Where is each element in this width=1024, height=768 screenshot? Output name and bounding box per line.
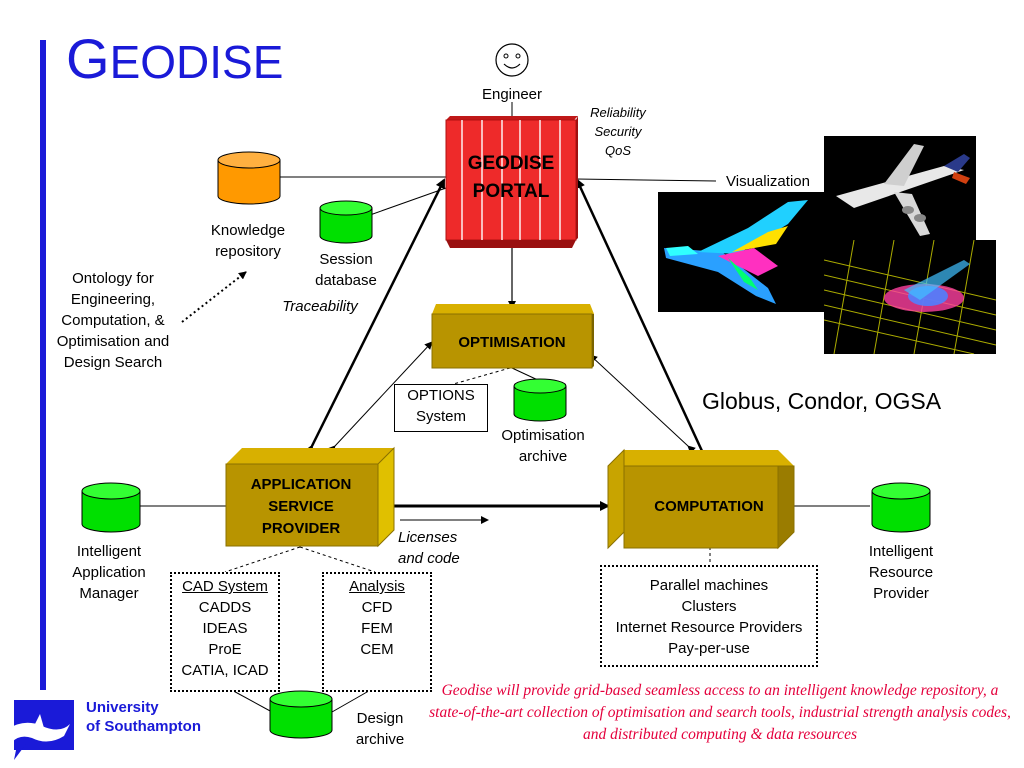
iam-cylinder [80, 482, 142, 534]
application-service-provider-box [225, 446, 395, 548]
reliability-text: Reliability [590, 105, 646, 120]
analysis-item: CEM [360, 641, 394, 658]
irp-line-3: Provider [873, 585, 929, 602]
session-database-cylinder [318, 200, 374, 246]
knowledge-line-2: repository [215, 243, 281, 260]
cad-item: CADDS [198, 599, 252, 616]
options-line-1: OPTIONS [407, 387, 475, 404]
irp-label: Intelligent Resource Provider [848, 541, 954, 604]
portal-line-1: GEODISE [467, 153, 555, 174]
irp-line-1: Intelligent [868, 543, 934, 560]
iam-line-2: Application [72, 564, 146, 581]
left-accent-bar [40, 40, 46, 690]
session-line-1: Session [319, 251, 373, 268]
design-archive-cylinder [268, 690, 334, 740]
university-line-2: of Southampton [86, 718, 201, 735]
licenses-label: Licenses and code [398, 527, 474, 569]
licenses-line-2: and code [398, 550, 460, 567]
computation-box [607, 448, 795, 550]
portal-line-2: PORTAL [472, 181, 550, 202]
optimisation-archive-label: Optimisation archive [490, 425, 596, 467]
geodise-portal-label: GEODISE PORTAL [446, 150, 576, 206]
university-name: University of Southampton [86, 698, 201, 736]
iam-line-1: Intelligent [76, 543, 142, 560]
iam-line-3: Manager [79, 585, 139, 602]
design-archive-label: Design archive [340, 708, 420, 750]
cad-system-box: CAD System CADDS IDEAS ProE CATIA, ICAD [170, 572, 280, 692]
aircraft-photo [824, 136, 976, 248]
irp-line-2: Resource [868, 564, 934, 581]
cad-item: ProE [208, 641, 242, 658]
computing-resources-box: Parallel machines Clusters Internet Reso… [600, 565, 818, 667]
analysis-item: CFD [361, 599, 393, 616]
licenses-line-1: Licenses [398, 529, 458, 546]
cad-system-header: CAD System [182, 578, 268, 595]
design-archive-line-2: archive [355, 731, 405, 748]
title-first-letter: G [66, 27, 110, 90]
optimisation-box [431, 304, 594, 369]
asp-label: APPLICATION SERVICE PROVIDER [226, 474, 376, 540]
opt-archive-line-2: archive [518, 448, 568, 465]
ontology-line-2: Engineering, [70, 291, 156, 308]
optimisation-label: OPTIMISATION [458, 334, 566, 351]
university-dolphin-logo-icon [6, 700, 74, 760]
traceability-label: Traceability [282, 298, 358, 315]
geodise-portal-box [445, 116, 578, 248]
knowledge-repository-cylinder [216, 150, 282, 206]
ontology-line-3: Computation, & [61, 312, 165, 329]
resource-item: Clusters [681, 598, 737, 615]
options-system-box: OPTIONS System [394, 384, 488, 432]
summary-caption: Geodise will provide grid-based seamless… [429, 682, 1011, 743]
ontology-line-1: Ontology for [72, 270, 154, 287]
design-archive-line-1: Design [356, 710, 404, 727]
analysis-header: Analysis [349, 578, 405, 595]
cad-item: IDEAS [202, 620, 248, 637]
knowledge-repository-label: Knowledge repository [196, 220, 300, 262]
computation-label: COMPUTATION [654, 498, 764, 515]
smiley-face-icon [495, 43, 529, 77]
mesh-visualization-image [824, 240, 996, 354]
optimisation-archive-cylinder [512, 378, 568, 424]
ontology-line-5: Design Search [63, 354, 163, 371]
qos-text: QoS [604, 143, 631, 158]
slide-title: GEODISE [66, 26, 283, 91]
university-line-1: University [86, 699, 159, 716]
asp-line-3: PROVIDER [261, 520, 341, 537]
resource-item: Pay-per-use [668, 640, 750, 657]
title-rest: EODISE [109, 36, 284, 88]
visualization-label: Visualization [726, 173, 810, 190]
security-text: Security [594, 124, 642, 139]
ontology-label: Ontology for Engineering, Computation, &… [42, 268, 184, 373]
session-database-label: Session database [300, 249, 392, 291]
options-line-2: System [415, 408, 466, 425]
analysis-box: Analysis CFD FEM CEM [322, 572, 432, 692]
iam-label: Intelligent Application Manager [56, 541, 162, 604]
opt-archive-line-1: Optimisation [501, 427, 585, 444]
resource-item: Parallel machines [649, 577, 769, 594]
asp-line-2: SERVICE [268, 498, 334, 515]
analysis-item: FEM [361, 620, 393, 637]
reliability-security-qos: Reliability Security QoS [578, 103, 658, 160]
ontology-line-4: Optimisation and [56, 333, 170, 350]
session-line-2: database [315, 272, 377, 289]
globus-condor-ogsa-label: Globus, Condor, OGSA [702, 388, 942, 414]
knowledge-line-1: Knowledge [210, 222, 286, 239]
irp-cylinder [870, 482, 932, 534]
cfd-visualization-image [658, 192, 826, 312]
resource-item: Internet Resource Providers [615, 619, 803, 636]
engineer-label: Engineer [481, 86, 543, 103]
cad-item: CATIA, ICAD [181, 662, 269, 679]
asp-line-1: APPLICATION [250, 476, 352, 493]
